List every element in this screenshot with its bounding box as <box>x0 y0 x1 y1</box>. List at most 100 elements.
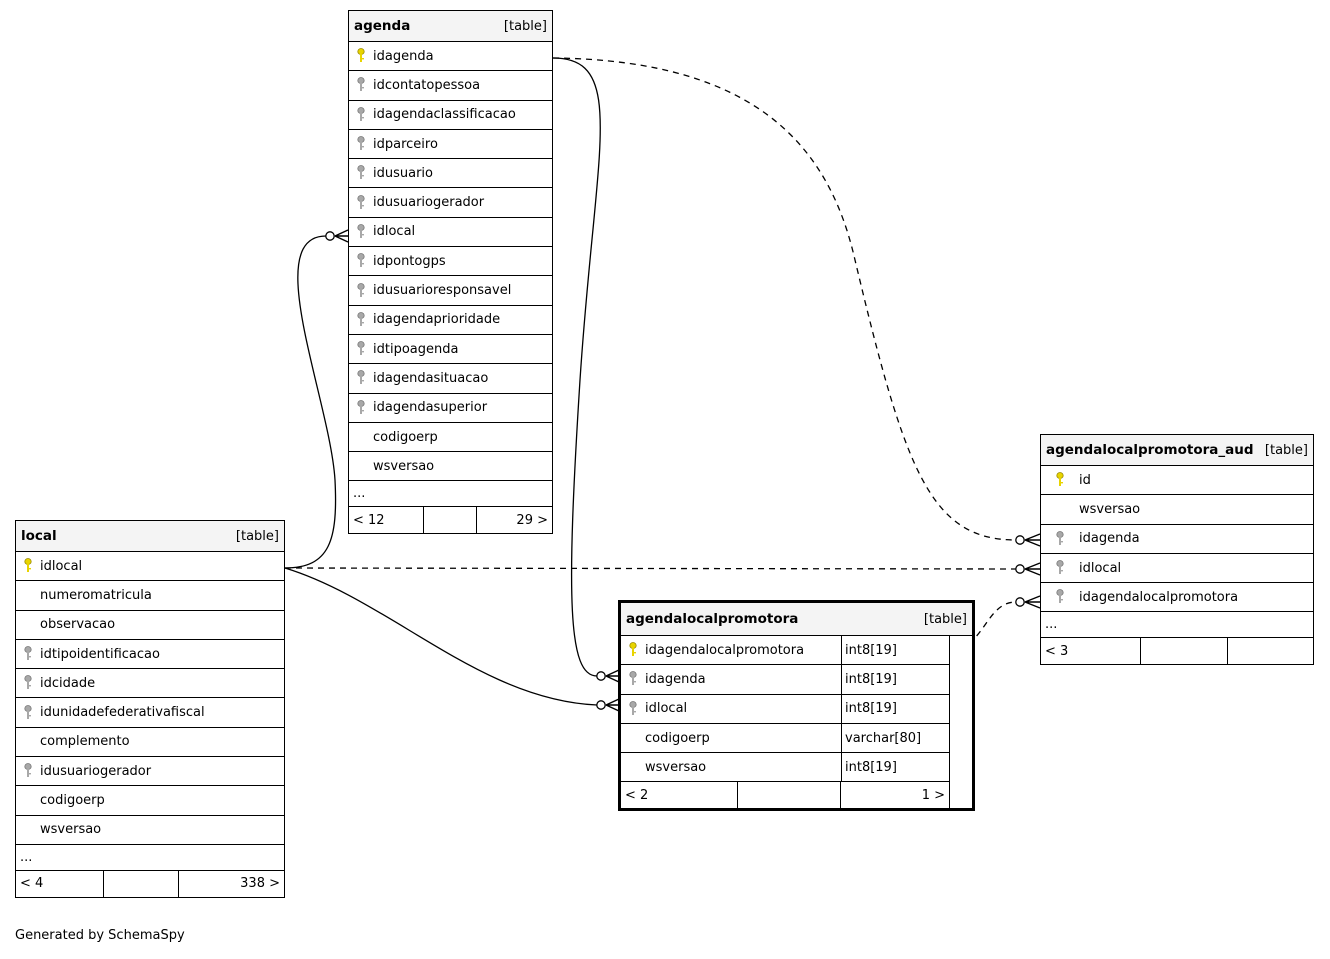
foreign-key-icon <box>349 106 373 123</box>
foreign-key-icon <box>1041 589 1079 605</box>
more-columns[interactable]: ... <box>1041 612 1313 639</box>
column-row[interactable]: idagendasuperior <box>349 394 552 423</box>
column-name: codigoerp <box>373 429 438 445</box>
children-count[interactable]: 29 > <box>516 512 548 528</box>
column-row[interactable]: idlocal <box>1041 554 1313 584</box>
column-row[interactable]: id <box>1041 466 1313 496</box>
crowfoot-marker <box>1024 533 1041 547</box>
column-row[interactable]: idlocal <box>16 552 284 582</box>
foreign-key-icon <box>349 282 373 299</box>
foreign-key-icon <box>621 700 645 717</box>
foreign-key-icon <box>349 311 373 328</box>
table-footer: < 4 338 > <box>16 870 284 897</box>
column-row[interactable]: idtipoidentificacao <box>16 640 284 670</box>
foreign-key-icon <box>349 77 373 93</box>
footer-middle <box>424 507 477 534</box>
table-header[interactable]: local [table] <box>16 521 284 552</box>
column-name: codigoerp <box>645 730 710 746</box>
crowfoot-marker <box>605 698 620 712</box>
rel-agenda-to-alp-idagenda <box>552 57 601 677</box>
more-columns[interactable]: ... <box>349 481 552 508</box>
column-row[interactable]: idusuario <box>349 159 552 189</box>
column-row[interactable]: idagendalocalpromotora <box>1041 583 1313 613</box>
column-name: wsversao <box>645 759 707 775</box>
column-row[interactable]: idagendalocalpromotora int8[19] <box>621 636 949 666</box>
column-row[interactable]: complemento <box>16 728 284 758</box>
column-row[interactable]: idpontogps <box>349 247 552 277</box>
table-footer: < 12 29 > <box>349 507 552 534</box>
column-row[interactable]: observacao <box>16 611 284 640</box>
column-row[interactable]: idagendaclassificacao <box>349 101 552 130</box>
column-row[interactable]: wsversao <box>349 452 552 482</box>
primary-key-icon <box>349 48 373 64</box>
column-name: idagendaclassificacao <box>373 107 516 123</box>
optional-marker <box>325 231 335 241</box>
column-name: idagenda <box>645 671 706 687</box>
optional-marker <box>1015 564 1025 574</box>
optional-marker <box>596 671 606 681</box>
table-type: [table] <box>503 18 547 34</box>
column-row[interactable]: idcontatopessoa <box>349 71 552 101</box>
column-row[interactable]: codigoerp <box>16 786 284 816</box>
column-row[interactable]: wsversao <box>1041 495 1313 525</box>
column-row[interactable]: wsversao <box>16 816 284 845</box>
column-row[interactable]: idlocal <box>349 218 552 248</box>
column-name: wsversao <box>373 458 435 474</box>
column-row[interactable]: numeromatricula <box>16 581 284 611</box>
optional-marker <box>1015 535 1025 545</box>
column-row[interactable]: idusuariogerador <box>16 757 284 787</box>
primary-key-icon <box>16 558 40 574</box>
children-count[interactable]: 1 > <box>921 787 945 803</box>
column-row[interactable]: idunidadefederativafiscal <box>16 698 284 728</box>
column-row[interactable]: idusuarioresponsavel <box>349 276 552 306</box>
foreign-key-icon <box>1041 560 1079 576</box>
column-name: idlocal <box>40 558 83 574</box>
crowfoot-marker <box>1024 595 1041 609</box>
children-count[interactable] <box>1228 638 1313 664</box>
rel-agenda-to-aud-idagenda <box>552 57 1017 541</box>
crowfoot-marker <box>1024 562 1041 576</box>
table-header[interactable]: agendalocalpromotora [table] <box>621 603 972 636</box>
foreign-key-icon <box>349 165 373 181</box>
parents-count[interactable]: < 4 <box>16 870 104 897</box>
table-agendalocalpromotora[interactable]: agendalocalpromotora [table] idagendaloc… <box>618 600 975 812</box>
column-row[interactable]: idparceiro <box>349 130 552 160</box>
children-count[interactable]: 338 > <box>240 876 280 892</box>
column-name: codigoerp <box>40 793 105 809</box>
column-row[interactable]: idagendasituacao <box>349 364 552 394</box>
column-row[interactable]: idcidade <box>16 669 284 699</box>
column-datatype: int8[19] <box>841 694 949 723</box>
more-columns[interactable]: ... <box>16 845 284 871</box>
column-row[interactable]: idagenda <box>1041 525 1313 554</box>
column-name: idcontatopessoa <box>373 77 481 93</box>
parents-count[interactable]: < 12 <box>349 507 424 534</box>
table-header[interactable]: agendalocalpromotora_aud [table] <box>1041 435 1313 466</box>
foreign-key-icon <box>1041 530 1079 547</box>
parents-count[interactable]: < 3 <box>1041 638 1141 665</box>
rel-local-to-alp-idlocal <box>284 567 598 706</box>
column-row[interactable]: idusuariogerador <box>349 188 552 218</box>
column-name: idusuario <box>373 165 433 181</box>
table-header[interactable]: agenda [table] <box>349 11 552 42</box>
table-footer: < 3 <box>1041 638 1313 665</box>
foreign-key-icon <box>621 671 645 687</box>
foreign-key-icon <box>349 136 373 152</box>
parents-count[interactable]: < 2 <box>621 782 738 809</box>
column-row[interactable]: idagendaprioridade <box>349 306 552 335</box>
table-name: agendalocalpromotora <box>626 611 799 627</box>
column-name: idagendalocalpromotora <box>645 642 805 658</box>
optional-marker <box>1015 597 1025 607</box>
column-datatype: int8[19] <box>841 636 949 665</box>
column-row[interactable]: codigoerp <box>349 423 552 453</box>
column-list: idagenda idcontatopessoa idagendaclassific… <box>349 42 552 482</box>
column-row[interactable]: idagenda <box>349 42 552 72</box>
optional-marker <box>596 700 606 710</box>
column-row[interactable]: idtipoagenda <box>349 335 552 365</box>
